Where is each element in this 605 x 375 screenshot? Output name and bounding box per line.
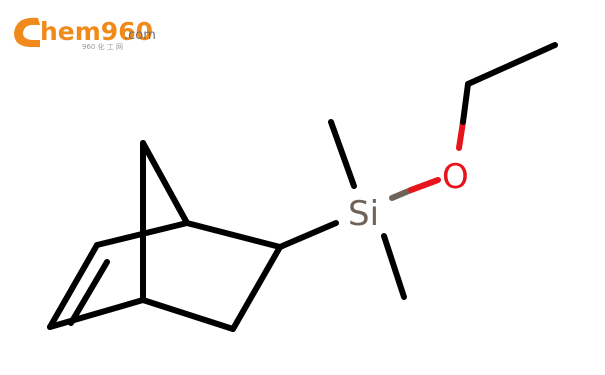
bond-silicon-to-oxygen-si-half <box>389 187 414 201</box>
bond-methyl-down <box>381 233 407 300</box>
bond-oxygen-to-ch2-o-half <box>456 119 466 151</box>
bond-oxygen-to-ch2-c-half <box>460 81 471 125</box>
bond-upper-bridgehead-to-alkene <box>94 220 190 248</box>
bond-carbon-to-silicon <box>277 220 339 250</box>
norbornene-ring <box>47 140 283 332</box>
logo-domain-text: .com <box>124 28 156 43</box>
bond-substituted-carbon-to-upper-bridgehead <box>184 220 283 250</box>
logo-tagline: 960 化 工 网 <box>82 42 123 51</box>
bond-alkene-double-outer <box>47 242 100 330</box>
bond-ch2-to-ch3 <box>465 42 558 87</box>
site-logo[interactable]: hem960 .com 960 化 工 网 <box>14 17 156 51</box>
silyl-group: Si O <box>277 42 558 300</box>
bond-ch2-to-substituted-carbon <box>230 244 283 332</box>
bond-bridgehead-to-bridge <box>140 140 190 226</box>
atom-label-oxygen: O <box>442 157 469 197</box>
atom-label-silicon: Si <box>348 194 379 234</box>
bond-methyl-up <box>328 119 357 189</box>
logo-c-mark <box>14 17 40 48</box>
bond-lower-bridgehead-to-ch2 <box>140 297 236 332</box>
bond-silicon-to-oxygen-o-half <box>408 177 441 193</box>
logo-brand-text: hem960 <box>40 17 153 46</box>
bond-alkene-to-lower-bridgehead <box>47 297 146 330</box>
bond-alkene-double-inner <box>68 259 110 326</box>
